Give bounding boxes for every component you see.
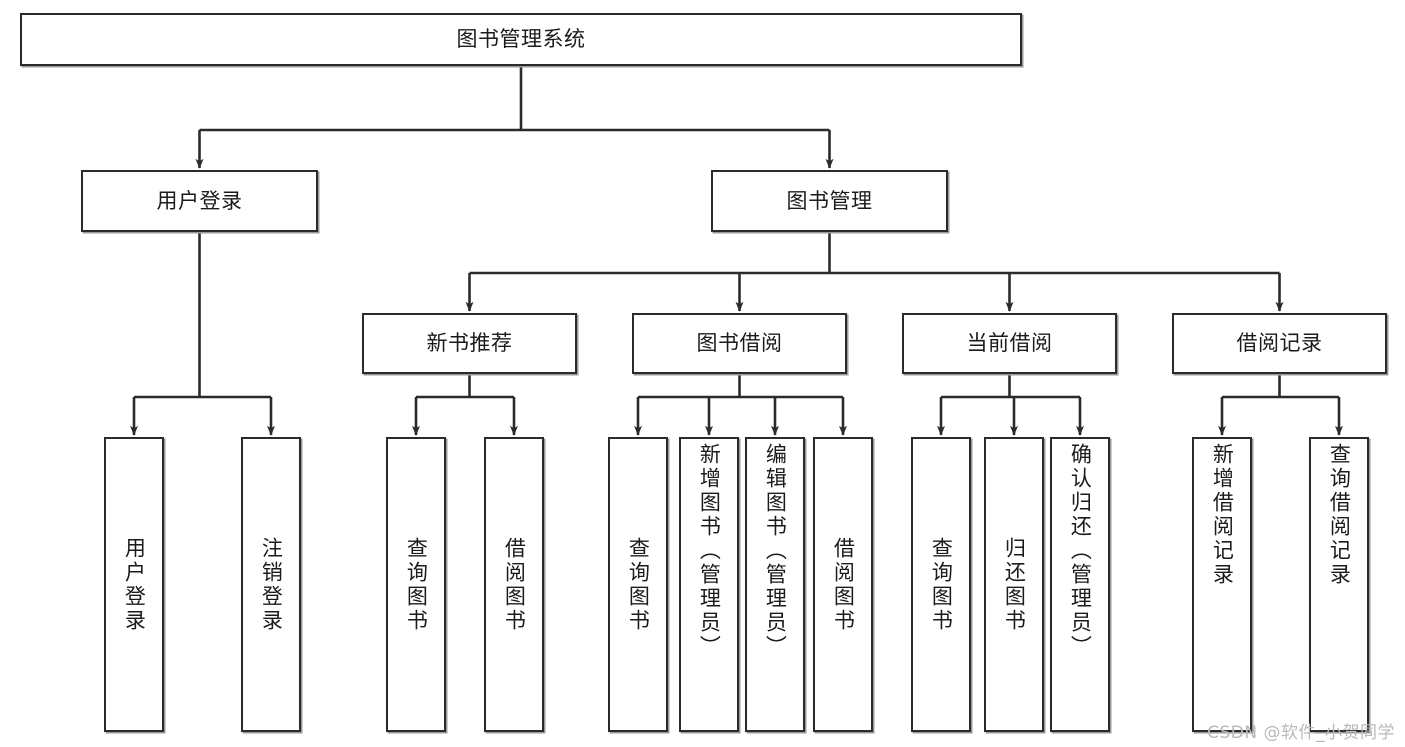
node-leaf-edit-book[interactable]: 编辑图书（管理员）: [745, 437, 805, 732]
node-label-current-loan: 当前借阅: [966, 331, 1053, 356]
node-label-leaf-query-book-2: 查询图书: [626, 536, 651, 633]
node-label-leaf-edit-book: 编辑图书（管理员）: [763, 443, 788, 659]
node-label-loan-record: 借阅记录: [1236, 331, 1323, 356]
node-label-leaf-query-record: 查询借阅记录: [1327, 443, 1352, 587]
node-leaf-query-book-1[interactable]: 查询图书: [386, 437, 446, 732]
node-label-leaf-borrow-book-2: 借阅图书: [831, 536, 856, 633]
node-label-leaf-add-book: 新增图书（管理员）: [697, 443, 722, 659]
node-leaf-return-book[interactable]: 归还图书: [984, 437, 1044, 732]
node-label-leaf-user-logout: 注销登录: [259, 536, 284, 633]
node-label-leaf-query-book-1: 查询图书: [404, 536, 429, 633]
node-label-new-book-rec: 新书推荐: [426, 331, 513, 356]
node-label-leaf-borrow-book-1: 借阅图书: [502, 536, 527, 633]
node-leaf-query-record[interactable]: 查询借阅记录: [1309, 437, 1369, 732]
node-current-loan[interactable]: 当前借阅: [902, 313, 1117, 374]
node-label-leaf-add-record: 新增借阅记录: [1210, 443, 1235, 587]
node-leaf-user-login[interactable]: 用户登录: [104, 437, 164, 732]
node-book-manage[interactable]: 图书管理: [711, 170, 948, 232]
node-user-login[interactable]: 用户登录: [81, 170, 318, 232]
node-leaf-borrow-book-1[interactable]: 借阅图书: [484, 437, 544, 732]
node-label-book-borrow: 图书借阅: [696, 331, 783, 356]
node-label-user-login: 用户登录: [156, 188, 243, 213]
node-label-leaf-confirm-ret: 确认归还（管理员）: [1068, 443, 1093, 659]
node-leaf-query-book-2[interactable]: 查询图书: [608, 437, 668, 732]
csdn-watermark: CSDN @软件_小贺同学: [1207, 723, 1395, 743]
node-label-leaf-query-book-3: 查询图书: [929, 536, 954, 633]
node-leaf-confirm-ret[interactable]: 确认归还（管理员）: [1050, 437, 1110, 732]
node-leaf-user-logout[interactable]: 注销登录: [241, 437, 301, 732]
node-loan-record[interactable]: 借阅记录: [1172, 313, 1387, 374]
node-root[interactable]: 图书管理系统: [20, 13, 1022, 66]
node-label-leaf-user-login: 用户登录: [122, 536, 147, 633]
node-label-root: 图书管理系统: [456, 27, 586, 52]
node-label-leaf-return-book: 归还图书: [1002, 536, 1027, 633]
node-label-book-manage: 图书管理: [786, 188, 873, 213]
node-leaf-add-record[interactable]: 新增借阅记录: [1192, 437, 1252, 732]
node-leaf-borrow-book-2[interactable]: 借阅图书: [813, 437, 873, 732]
node-leaf-query-book-3[interactable]: 查询图书: [911, 437, 971, 732]
node-book-borrow[interactable]: 图书借阅: [632, 313, 847, 374]
node-leaf-add-book[interactable]: 新增图书（管理员）: [679, 437, 739, 732]
node-new-book-rec[interactable]: 新书推荐: [362, 313, 577, 374]
